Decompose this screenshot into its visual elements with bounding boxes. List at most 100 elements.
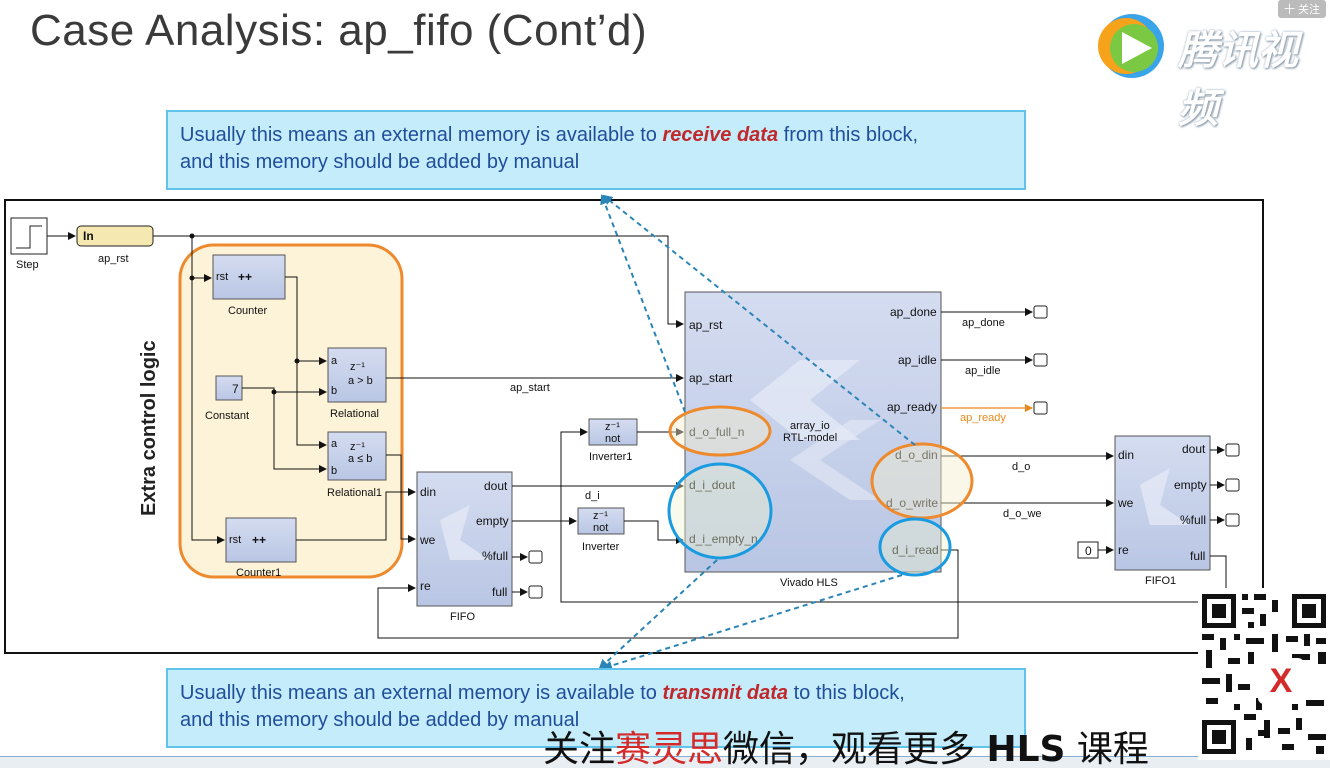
vivado-ap-done: ap_done: [890, 305, 937, 319]
signal-d-i: d_i: [585, 490, 600, 502]
fifo1-block[interactable]: [1114, 435, 1211, 571]
counter1-block[interactable]: [225, 517, 297, 563]
vivado-label: Vivado HLS: [780, 577, 838, 589]
fifo1-dout-out: [1225, 443, 1240, 457]
step-label: Step: [16, 259, 39, 271]
ap-idle-out: [1033, 353, 1048, 367]
xilinx-logo-icon: X: [1258, 658, 1304, 704]
ap-rst-label: ap_rst: [98, 253, 129, 265]
video-subtitle: 关注赛灵思微信，观看更多 HLS 课程: [543, 720, 1149, 772]
relational1-label: Relational1: [327, 487, 382, 499]
signal-ap-ready: ap_ready: [960, 412, 1006, 424]
constant-label: Constant: [205, 410, 249, 422]
counter-label: Counter: [228, 305, 267, 317]
extra-control-label: Extra control logic: [138, 340, 160, 516]
callout-top: Usually this means an external memory is…: [166, 110, 1026, 190]
fifo-full-out: [528, 585, 543, 599]
fifo1-din: din: [1118, 448, 1134, 462]
fifo1-label: FIFO1: [1145, 575, 1176, 587]
vivado-ap-idle: ap_idle: [898, 353, 937, 367]
follow-badge[interactable]: 十 关注: [1277, 0, 1326, 18]
fifo-empty: empty: [476, 514, 509, 528]
counter1-glyph: ++: [252, 533, 266, 547]
constant-value: 7: [232, 382, 239, 396]
vivado-model-line1: array_io: [790, 420, 830, 432]
signal-ap-done: ap_done: [962, 317, 1005, 329]
counter-glyph: ++: [238, 270, 252, 284]
inverter1-block[interactable]: [588, 418, 638, 446]
subtitle-brand: 赛灵思: [615, 729, 724, 770]
vivado-d-o-full-n: d_o_full_n: [689, 425, 744, 439]
fifo1-empty: empty: [1174, 478, 1207, 492]
extra-control-highlight: [178, 243, 404, 579]
counter1-label: Counter1: [236, 567, 281, 579]
arrow-din-to-top: [602, 194, 916, 446]
fifo-full: full: [492, 585, 507, 599]
callout-bottom-line2: and this memory should be added by manua…: [180, 709, 580, 731]
vivado-d-i-read: d_i_read: [892, 543, 939, 557]
signal-d-o-we: d_o_we: [1003, 508, 1042, 520]
callout-bottom: Usually this means an external memory is…: [166, 668, 1026, 748]
relational-port-b: b: [331, 385, 337, 397]
relational1-zinv: z⁻¹: [350, 441, 365, 453]
highlight-d-i-dout-empty: [667, 462, 773, 560]
fifo1-dout: dout: [1182, 442, 1206, 456]
signal-ap-start: ap_start: [510, 382, 550, 394]
vivado-ap-start: ap_start: [689, 371, 733, 385]
callout-bottom-text-1: Usually this means an external memory is…: [180, 682, 663, 704]
counter-rst-port: rst: [216, 271, 228, 283]
signal-ap-idle: ap_idle: [965, 365, 1000, 377]
vivado-ap-rst: ap_rst: [689, 318, 723, 332]
fifo-label: FIFO: [450, 611, 475, 623]
subtitle-hls: HLS: [986, 729, 1066, 770]
inverter1-zinv: z⁻¹: [605, 421, 620, 433]
step-block[interactable]: [10, 217, 48, 255]
in-port-text: In: [83, 229, 94, 243]
subtitle-part-1: 关注: [543, 729, 616, 770]
relational-op: a > b: [348, 375, 373, 387]
signal-d-o: d_o: [1012, 461, 1030, 473]
relational-port-a: a: [331, 355, 338, 367]
slide-title: Case Analysis: ap_fifo (Cont’d): [30, 6, 648, 55]
inverter1-not: not: [605, 433, 620, 445]
vivado-model-line2: RTL-model: [783, 432, 837, 444]
highlight-d-o-din-write: [870, 442, 974, 520]
fifo1-empty-out: [1225, 478, 1240, 492]
ap-done-out: [1033, 305, 1048, 319]
fifo-block[interactable]: [416, 471, 513, 607]
relational-block[interactable]: [327, 347, 387, 403]
vivado-d-i-empty-n: d_i_empty_n: [689, 532, 758, 546]
fifo1-full: full: [1190, 549, 1205, 563]
counter1-rst-port: rst: [229, 534, 241, 546]
relational-label: Relational: [330, 408, 379, 420]
inverter1-label: Inverter1: [589, 451, 632, 463]
fifo-pfull: %full: [482, 549, 508, 563]
fifo-pfull-out: [528, 550, 543, 564]
callout-top-emphasis: receive data: [662, 124, 779, 146]
inverter-zinv: z⁻¹: [593, 510, 608, 522]
relational1-op: a ≤ b: [348, 453, 372, 465]
subtitle-part-2: 微信，观看更多: [723, 729, 987, 770]
tencent-video-logo: [1098, 14, 1164, 78]
qr-code[interactable]: [1198, 588, 1330, 760]
counter-block[interactable]: [212, 254, 286, 300]
fifo1-pfull: %full: [1180, 513, 1206, 527]
fifo-dout: dout: [484, 479, 508, 493]
watermark-text: 腾讯视频: [1178, 28, 1298, 132]
inverter-not: not: [593, 522, 608, 534]
callout-top-line2: and this memory should be added by manua…: [180, 151, 580, 173]
highlight-d-o-full-n: [668, 405, 772, 457]
highlight-d-i-read: [878, 517, 952, 577]
relational-zinv: z⁻¹: [350, 361, 365, 373]
callout-top-text-2: from this block,: [778, 124, 919, 146]
relational1-port-b: b: [331, 465, 337, 477]
relational1-block[interactable]: [327, 431, 387, 481]
vivado-ap-ready: ap_ready: [887, 400, 937, 414]
relational1-port-a: a: [331, 438, 338, 450]
re-constant-value: 0: [1085, 544, 1092, 558]
inverter-block[interactable]: [577, 507, 625, 535]
subtitle-part-3: 课程: [1065, 729, 1149, 770]
callout-top-text-1: Usually this means an external memory is…: [180, 124, 663, 146]
vivado-d-o-din: d_o_din: [895, 448, 938, 462]
